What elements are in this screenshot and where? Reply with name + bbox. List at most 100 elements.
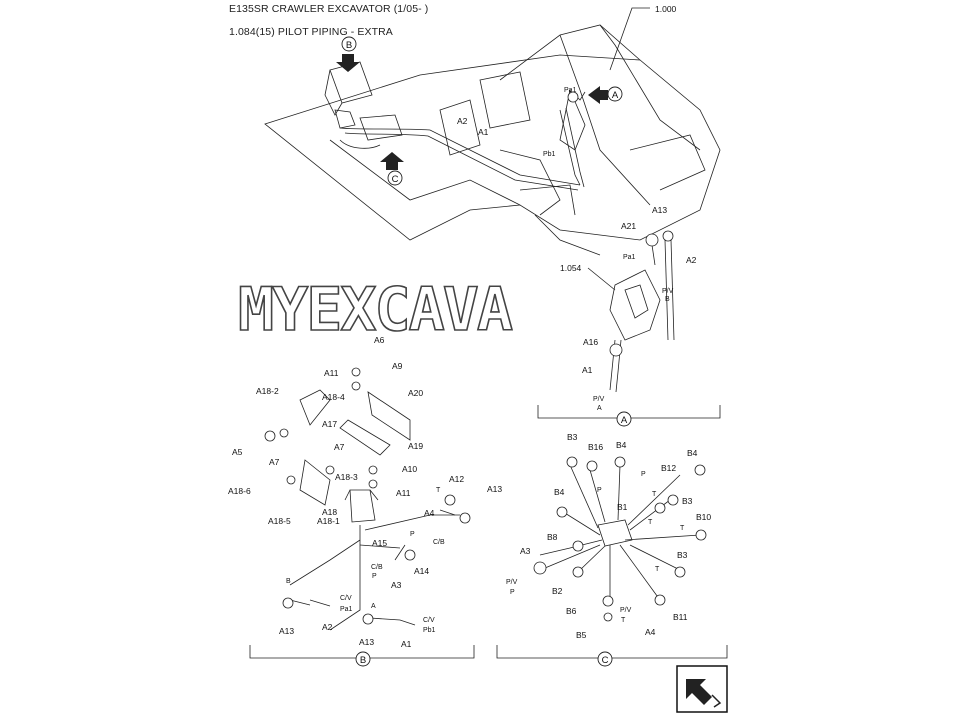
part-label: B12: [661, 463, 676, 473]
part-label: A6: [374, 335, 385, 345]
part-label: A11: [324, 368, 339, 378]
part-label: B3: [682, 496, 693, 506]
part-label: A18-3: [335, 472, 358, 482]
part-label: A18: [322, 507, 337, 517]
part-label: A3: [520, 546, 531, 556]
main-reference: 1.000: [655, 4, 677, 14]
arrow-b-icon: [336, 54, 360, 72]
part-label: A3: [391, 580, 402, 590]
part-label: B5: [576, 630, 587, 640]
part-label: A5: [232, 447, 243, 457]
part-label: A13: [359, 637, 374, 647]
port-label: P/V: [593, 396, 605, 403]
part-label: B8: [547, 532, 558, 542]
port-label: T: [655, 566, 660, 573]
part-label: A16: [583, 337, 598, 347]
arrow-c-icon: [380, 152, 404, 170]
port-label: A: [371, 603, 376, 610]
callout-a-view: A: [621, 415, 628, 426]
view-b-labels: A6 A9 A11 A20 A18-2 A18-4 A17 A5 A7 A7 A…: [228, 335, 502, 649]
part-label: B1: [617, 502, 628, 512]
port-label: Pa1: [623, 254, 636, 261]
section-title: 1.084(15) PILOT PIPING - EXTRA: [229, 26, 393, 38]
part-label: B2: [552, 586, 563, 596]
port-label: P/V: [506, 579, 518, 586]
watermark: MYEXCAVA: [238, 275, 513, 345]
port-label: Pa1: [340, 606, 353, 613]
view-arrows: [336, 54, 608, 170]
part-label: A4: [424, 508, 435, 518]
part-label: A14: [414, 566, 429, 576]
port-label: T: [652, 491, 657, 498]
part-label: A18-2: [256, 386, 279, 396]
model-title: E135SR CRAWLER EXCAVATOR (1/05- ): [229, 3, 429, 15]
part-label: A13: [279, 626, 294, 636]
port-label: B: [286, 578, 291, 585]
part-label: B4: [554, 487, 565, 497]
part-label: B10: [696, 512, 711, 522]
part-label: A18-1: [317, 516, 340, 526]
port-label: Pa1: [564, 87, 577, 94]
next-page-arrow-icon: [676, 665, 728, 713]
part-label: A9: [392, 361, 403, 371]
port-label: C/V: [423, 617, 435, 624]
part-label: B16: [588, 442, 603, 452]
part-label: A2: [322, 622, 333, 632]
port-label: C/V: [340, 595, 352, 602]
part-label: A7: [269, 457, 280, 467]
port-label: C/B: [433, 539, 445, 546]
part-label: A1: [582, 365, 593, 375]
view-c-labels: B3 B16 B4 B4 P B12 B3 B4 P B1 B10 T T T …: [506, 432, 711, 640]
machine-outline: [249, 7, 728, 659]
callout-a-top: A: [612, 90, 619, 101]
part-label: A2: [686, 255, 697, 265]
view-callouts: B C A A B C 1.000 1.054: [341, 4, 677, 667]
port-label: P: [597, 487, 602, 494]
part-label: B4: [616, 440, 627, 450]
part-label: B3: [677, 550, 688, 560]
port-label: A: [597, 405, 602, 412]
part-label: A18-6: [228, 486, 251, 496]
callout-c-top: C: [392, 174, 399, 185]
part-label: A20: [408, 388, 423, 398]
next-page-button[interactable]: [676, 665, 728, 713]
part-label: B3: [567, 432, 578, 442]
port-label: Pb1: [423, 627, 436, 634]
port-label: T: [648, 519, 653, 526]
callout-c-view: C: [602, 655, 609, 666]
port-label: Pb1: [543, 151, 556, 158]
part-label: B11: [673, 612, 688, 622]
part-label: A18-5: [268, 516, 291, 526]
port-label: T: [621, 617, 626, 624]
part-label: A7: [334, 442, 345, 452]
port-label: T: [436, 487, 441, 494]
part-label: A1: [478, 127, 489, 137]
port-label: T: [680, 525, 685, 532]
part-label: A19: [408, 441, 423, 451]
callout-b-view: B: [360, 655, 366, 666]
part-label: A2: [457, 116, 468, 126]
part-label: A13: [487, 484, 502, 494]
part-label: B4: [687, 448, 698, 458]
port-label: P: [641, 471, 646, 478]
part-label: B6: [566, 606, 577, 616]
part-label: A1: [401, 639, 412, 649]
valve-reference: 1.054: [560, 263, 582, 273]
port-label: P/V: [662, 288, 674, 295]
callout-b-top: B: [346, 40, 352, 51]
part-label: A18-4: [322, 392, 345, 402]
port-label: P: [410, 531, 415, 538]
part-label: A17: [322, 419, 337, 429]
part-label: A15: [372, 538, 387, 548]
part-label: A21: [621, 221, 636, 231]
top-labels: A2 A1 Pa1 Pb1: [457, 87, 577, 158]
port-label: P/V: [620, 607, 632, 614]
part-label: A4: [645, 627, 656, 637]
part-label: A10: [402, 464, 417, 474]
port-label: P: [372, 573, 377, 580]
port-label: B: [665, 296, 670, 303]
arrow-a-icon: [588, 86, 608, 104]
part-label: A12: [449, 474, 464, 484]
